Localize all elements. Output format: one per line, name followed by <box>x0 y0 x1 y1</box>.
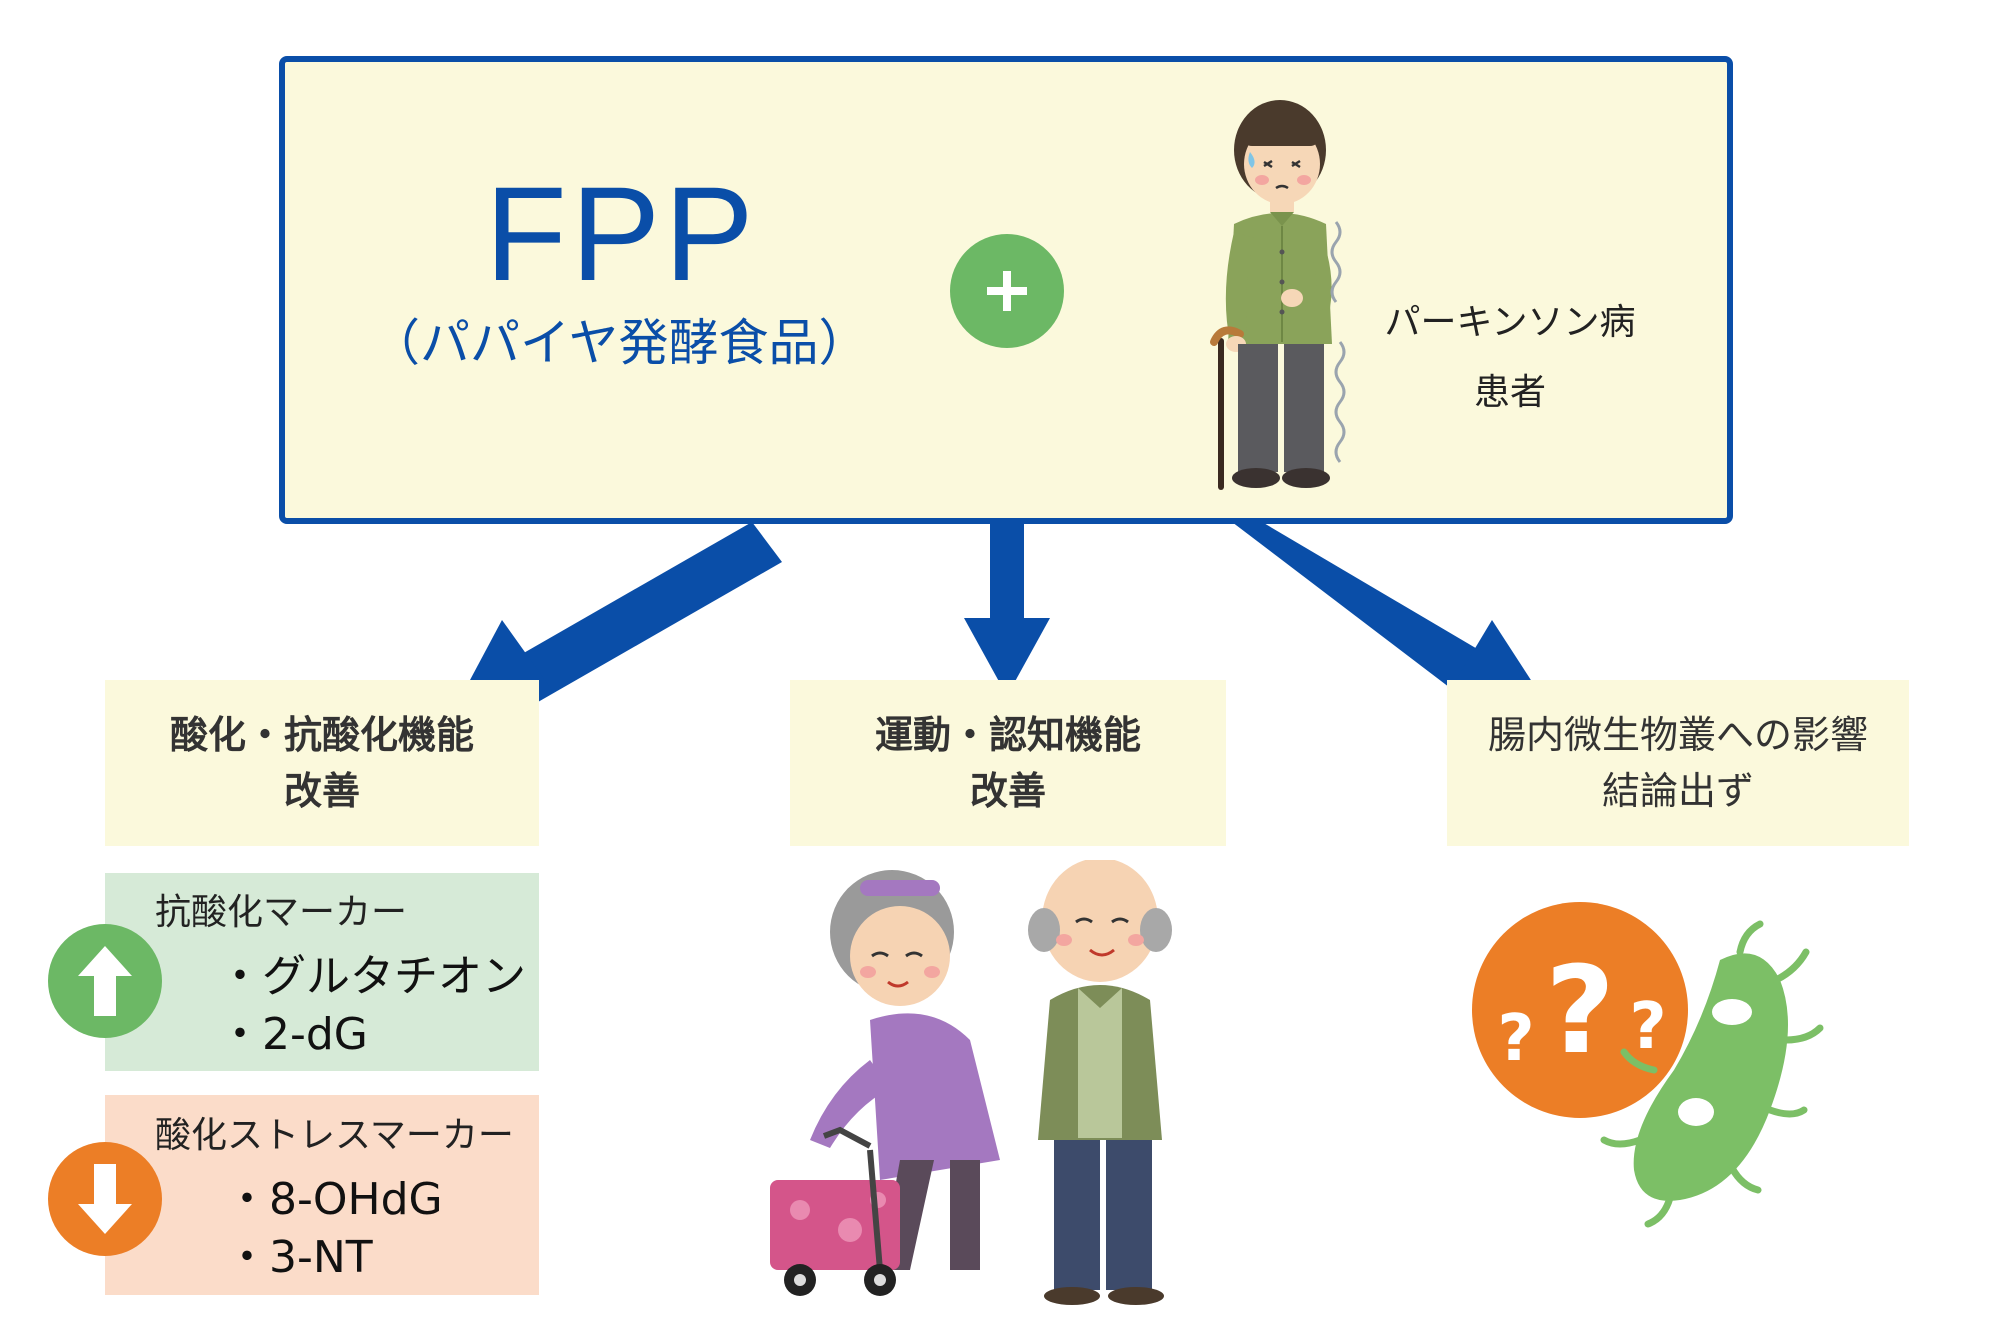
gut-microbe-question-illustration: ? ? ? <box>1472 902 1824 1228</box>
antioxidant-marker-box <box>105 873 539 1071</box>
up-arrow-icon <box>48 924 162 1038</box>
arrow-left-head <box>462 620 552 695</box>
oxidative-stress-item: ・3-NT <box>225 1232 373 1283</box>
elderly-couple-illustration <box>770 860 1172 1305</box>
outcome-gut-line1: 腸内微生物叢への影響 <box>1487 713 1868 757</box>
svg-text:?: ? <box>1545 942 1615 1081</box>
outcome-gut-microbiota: 腸内微生物叢への影響 結論出ず <box>1447 680 1909 846</box>
parkinsons-patient-illustration <box>1210 100 1346 490</box>
antioxidant-item: ・グルタチオン <box>218 951 526 1002</box>
oxidative-stress-item: ・8-OHdG <box>225 1174 443 1225</box>
antioxidant-marker-title: 抗酸化マーカー <box>155 892 408 933</box>
outcome-motor-line1: 運動・認知機能 <box>874 713 1141 757</box>
fpp-title: FPP <box>485 160 758 309</box>
patient-label: パーキンソン病 患者 <box>1360 288 1660 428</box>
arrow-left-shaft <box>508 522 782 702</box>
fpp-subtitle: （パパイヤ発酵食品） <box>370 314 869 372</box>
outcome-motor-line2: 改善 <box>969 769 1046 813</box>
bacteria-icon <box>1600 920 1824 1228</box>
oxidative-stress-marker-box <box>105 1095 539 1295</box>
outcome-oxidation-line1: 酸化・抗酸化機能 <box>169 713 474 757</box>
svg-text:?: ? <box>1497 1002 1534 1076</box>
oxidative-stress-marker-title: 酸化ストレスマーカー <box>155 1115 514 1156</box>
outcome-oxidation-line2: 改善 <box>283 769 360 813</box>
patient-label-line1: パーキンソン病 <box>1384 302 1636 343</box>
plus-symbol <box>987 271 1027 311</box>
outcome-oxidation: 酸化・抗酸化機能 改善 <box>105 680 539 846</box>
down-arrow-icon <box>48 1142 162 1256</box>
svg-text:?: ? <box>1629 990 1666 1064</box>
arrow-right-shaft <box>1232 522 1496 700</box>
outcome-motor-cognitive: 運動・認知機能 改善 <box>790 680 1226 846</box>
plus-icon <box>950 234 1064 348</box>
patient-label-line2: 患者 <box>1473 372 1546 413</box>
arrow-center-shaft <box>990 524 1024 620</box>
arrow-center-head <box>964 618 1050 696</box>
arrow-right-head <box>1450 620 1540 694</box>
antioxidant-item: ・2-dG <box>218 1009 368 1060</box>
outcome-gut-line2: 結論出ず <box>1601 769 1754 813</box>
